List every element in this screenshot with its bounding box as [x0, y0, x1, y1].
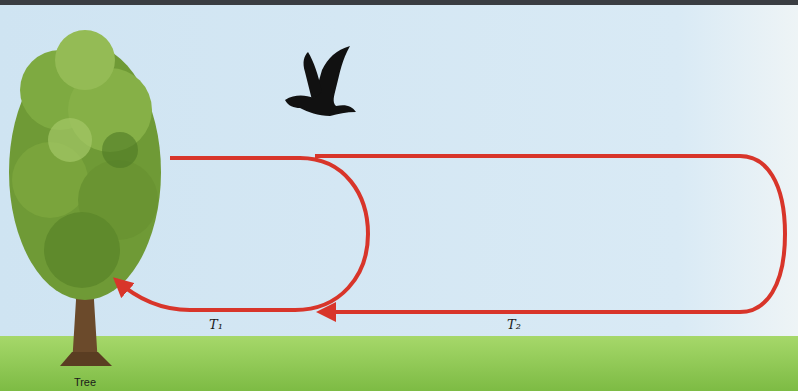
tree-highlight [48, 118, 92, 162]
tree-shade [102, 132, 138, 168]
flight-path [116, 158, 368, 310]
path-label: T₂ [507, 318, 521, 332]
tree-leaves [44, 212, 120, 288]
path-label: T₁ [209, 318, 223, 332]
tree-leaves [55, 30, 115, 90]
top-band [0, 0, 798, 5]
tree-roots [60, 352, 112, 366]
tree-label: Tree [74, 376, 96, 388]
bird [285, 46, 356, 116]
flight-path [315, 156, 785, 312]
grass [0, 336, 798, 391]
tree [9, 30, 161, 366]
bird [285, 46, 356, 116]
bird-wing [304, 52, 322, 100]
